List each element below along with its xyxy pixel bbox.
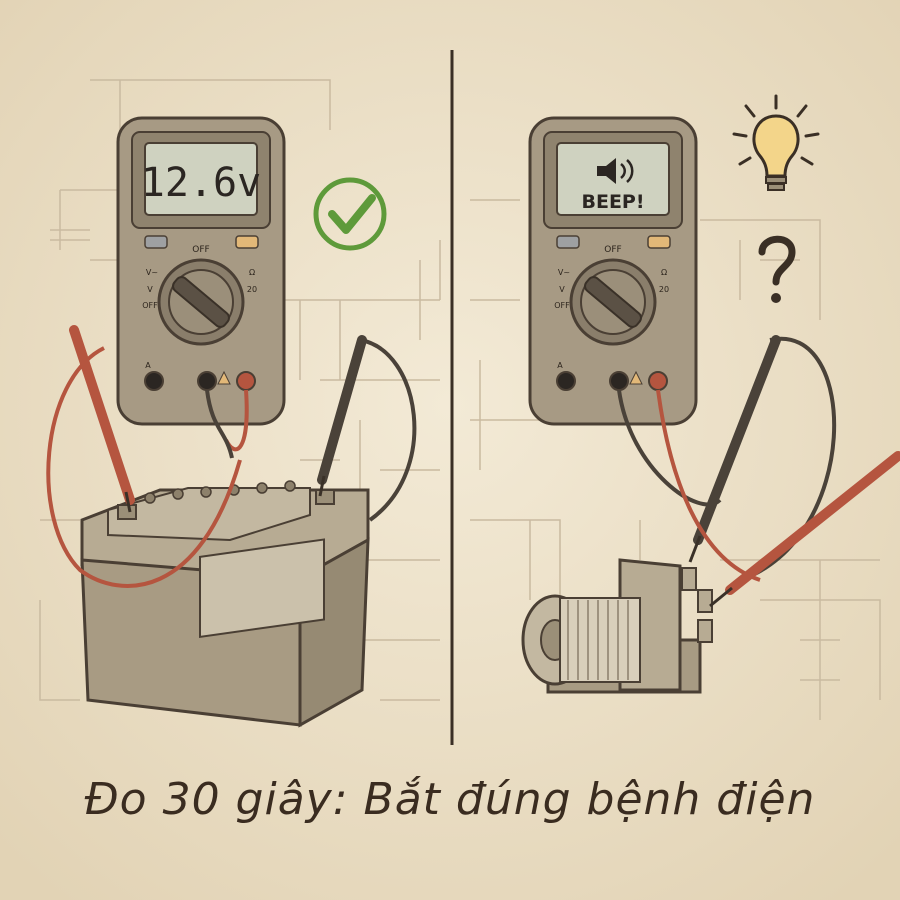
right-probe-red	[656, 389, 900, 608]
right-button-gray	[556, 235, 580, 249]
right-jack-label-a: A	[557, 361, 563, 370]
relay-terminal-top	[681, 567, 697, 591]
left-multimeter: 12.6v OFF V~ V OFF Ω 20 A	[116, 116, 286, 426]
relay-terminal-bottom	[697, 619, 713, 643]
left-probe-black	[205, 335, 417, 522]
left-dial-label-20: 20	[247, 285, 257, 294]
right-multimeter: BEEP! OFF V~ V OFF Ω 20 A	[528, 116, 698, 426]
right-jack-v	[648, 371, 668, 391]
left-panel: 12.6v OFF V~ V OFF Ω 20 A	[46, 116, 417, 728]
right-button-orange	[647, 235, 671, 249]
caption-title: Đo 30 giây: Bắt đúng bệnh điện	[84, 774, 816, 825]
left-lcd-reading: 12.6v	[141, 160, 261, 206]
relay-terminal-middle	[697, 589, 713, 613]
relay-coil	[521, 558, 713, 694]
battery-terminal-negative	[315, 489, 335, 505]
left-jack-label-a: A	[145, 361, 151, 370]
right-dial-label-off-top: OFF	[604, 245, 621, 255]
right-dial-label-off-side: OFF	[554, 301, 570, 310]
left-dial-label-off-top: OFF	[192, 245, 209, 255]
left-dial-label-vdc: V	[147, 285, 153, 294]
car-battery	[80, 480, 370, 728]
left-dial-knob	[172, 276, 230, 328]
right-dial-label-20: 20	[659, 285, 669, 294]
battery-terminal-positive	[117, 504, 137, 520]
lightbulb-icon	[732, 94, 820, 191]
left-dial-label-off-side: OFF	[142, 301, 158, 310]
speaker-icon	[597, 158, 634, 184]
right-jack-com	[609, 371, 629, 391]
right-dial-knob	[584, 276, 642, 328]
question-icon	[758, 235, 796, 303]
left-dial-label-vac: V~	[146, 268, 158, 277]
check-icon	[313, 177, 387, 251]
right-dial-label-vac: V~	[558, 268, 570, 277]
left-dial-label-ohm: Ω	[249, 268, 255, 277]
left-lcd	[144, 142, 258, 216]
right-panel: BEEP! OFF V~ V OFF Ω 20 A	[521, 94, 900, 694]
right-dial-label-ohm: Ω	[661, 268, 667, 277]
right-lcd-text: BEEP!	[581, 191, 644, 213]
left-button-gray	[144, 235, 168, 249]
left-button-orange	[235, 235, 259, 249]
left-jack-a	[144, 371, 164, 391]
right-dial-label-vdc: V	[559, 285, 565, 294]
left-probe-red	[46, 325, 249, 588]
left-jack-com	[197, 371, 217, 391]
right-jack-a	[556, 371, 576, 391]
left-jack-v	[236, 371, 256, 391]
schematic-background	[39, 79, 881, 720]
